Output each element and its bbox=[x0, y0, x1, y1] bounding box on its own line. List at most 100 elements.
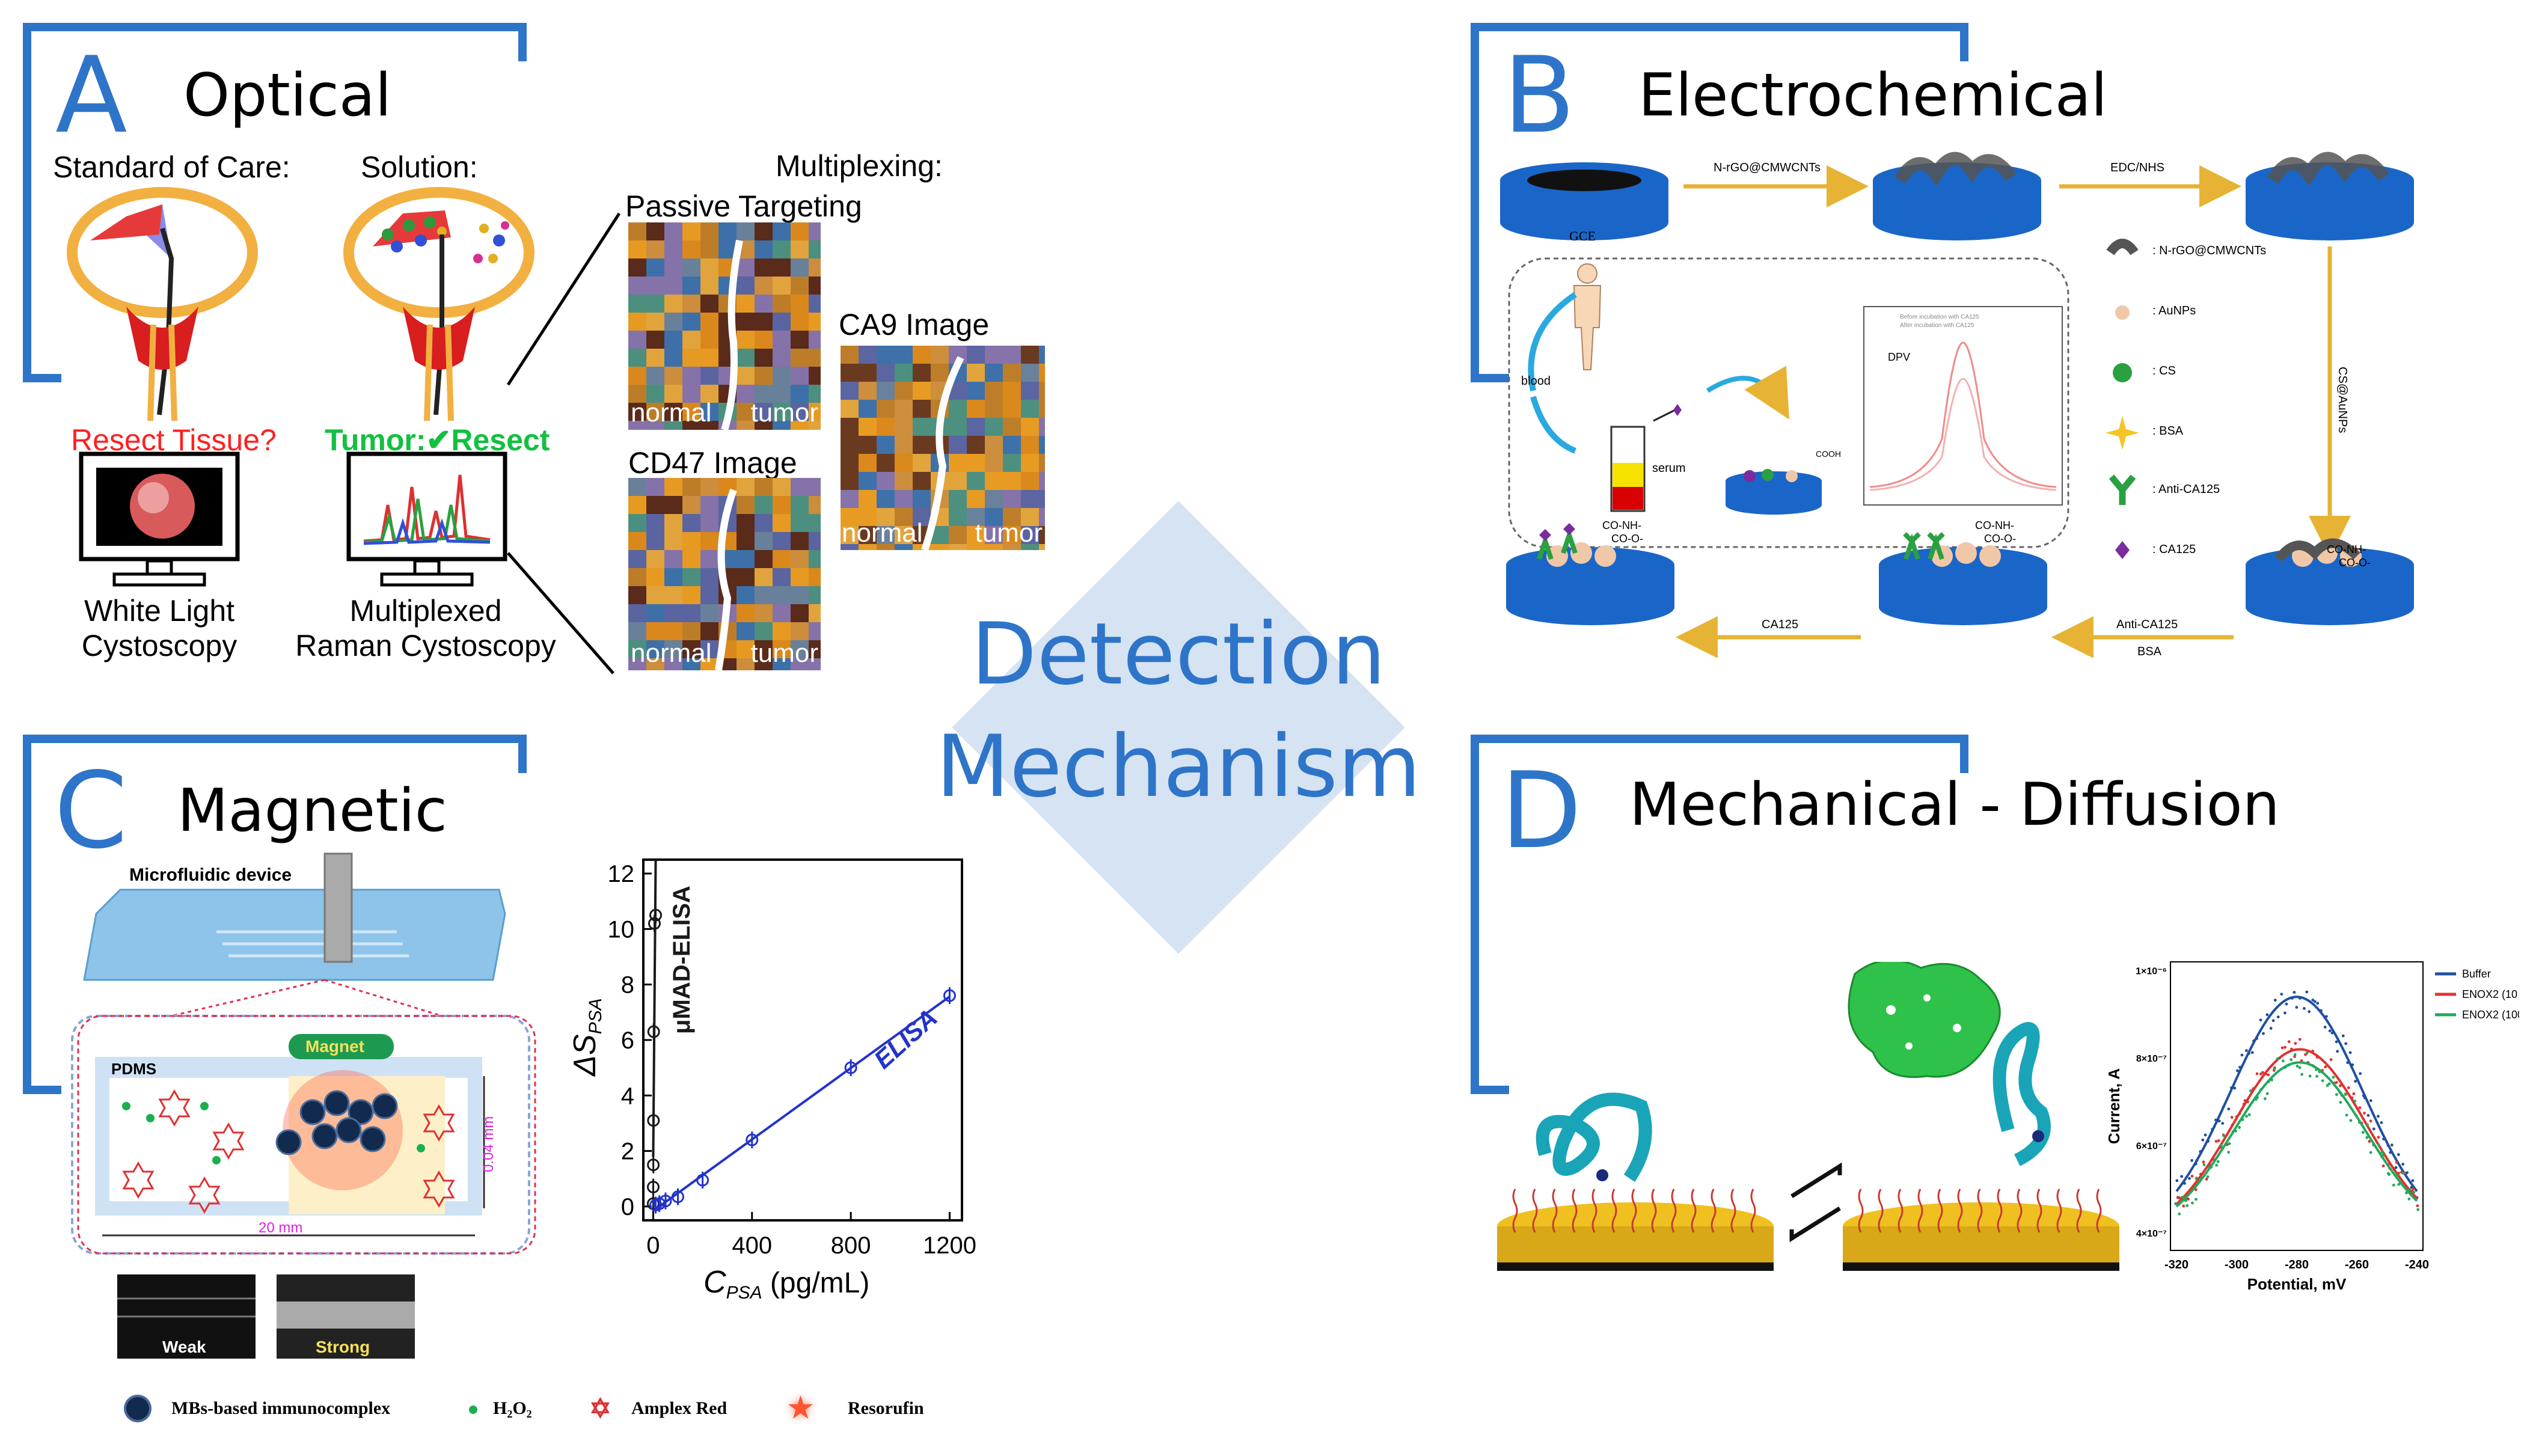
diamond-icon bbox=[2115, 541, 2130, 559]
heatmap-cell bbox=[791, 622, 809, 640]
heatmap-cell bbox=[895, 508, 913, 526]
current-potential-chart: -320-300-280-260-2404×10⁻⁷6×10⁻⁷8×10⁻⁷1×… bbox=[2105, 961, 2519, 1293]
tube-icon bbox=[1610, 426, 1646, 512]
data-dot-2 bbox=[2407, 1198, 2411, 1201]
height-label: 0.04 mm bbox=[480, 1116, 497, 1172]
heatmap-cell bbox=[791, 514, 809, 532]
data-dot-1 bbox=[2338, 1084, 2342, 1087]
heatmap-cell bbox=[755, 532, 773, 550]
heatmap-cell bbox=[877, 382, 895, 400]
magnet-bar-icon bbox=[323, 852, 353, 963]
data-dot-0 bbox=[2369, 1099, 2372, 1103]
magnet-label: Magnet bbox=[305, 1037, 364, 1056]
heatmap-cell bbox=[773, 550, 791, 568]
y-tick-label: 8 bbox=[621, 972, 634, 999]
normal-label: normal bbox=[631, 398, 712, 428]
heatmap-cell bbox=[877, 418, 895, 436]
brush-strand bbox=[1898, 1188, 1904, 1233]
width-label: 20 mm bbox=[259, 1220, 302, 1236]
heatmap-cell bbox=[628, 313, 646, 331]
data-dot-2 bbox=[2308, 1074, 2312, 1078]
data-dot-2 bbox=[2321, 1079, 2324, 1083]
heatmap-cell bbox=[755, 586, 773, 604]
data-dot-0 bbox=[2313, 1000, 2317, 1003]
arrow-down-label: CS@AuNPs bbox=[2336, 367, 2349, 433]
panel-d-title: Mechanical - Diffusion bbox=[1629, 771, 2280, 839]
heatmap-cell bbox=[664, 478, 682, 496]
heatmap-cell bbox=[628, 277, 646, 295]
data-dot-1 bbox=[2267, 1073, 2270, 1077]
data-dot-1 bbox=[2205, 1178, 2208, 1181]
data-dot-0 bbox=[2323, 1026, 2327, 1029]
heatmap-cell bbox=[682, 277, 700, 295]
heatmap-cell bbox=[967, 526, 985, 544]
heatmap-cell bbox=[646, 604, 664, 622]
heatmap-cell bbox=[737, 385, 755, 403]
heatmap-cell bbox=[1021, 436, 1039, 454]
heatmap-cell bbox=[809, 313, 827, 331]
y-tick-label: 6 bbox=[621, 1027, 634, 1054]
ca9-image: normal tumor bbox=[841, 346, 1057, 562]
data-dot-1 bbox=[2381, 1164, 2385, 1167]
y-axis-label: ΔSPSA bbox=[568, 998, 605, 1077]
heatmap-cell bbox=[664, 586, 682, 604]
heatmap-cell bbox=[773, 640, 791, 658]
data-dot-1 bbox=[2363, 1112, 2366, 1115]
heatmap-cell bbox=[1003, 490, 1021, 508]
mini-electrode-icon bbox=[1726, 469, 1822, 515]
heatmap-cell bbox=[682, 367, 700, 385]
y-tick-label-d: 6×10⁻⁷ bbox=[2136, 1141, 2167, 1151]
heatmap-cell bbox=[1021, 364, 1039, 382]
bladder-diagrams bbox=[67, 187, 534, 421]
heatmap-cell bbox=[646, 258, 664, 277]
heatmap-cell bbox=[737, 295, 755, 313]
data-dot-0 bbox=[2188, 1176, 2191, 1180]
series-line-1 bbox=[2175, 1048, 2418, 1205]
heatmap-cell bbox=[791, 313, 809, 331]
brush-strand bbox=[1750, 1188, 1756, 1233]
y-tick-label-d: 1×10⁻⁶ bbox=[2136, 967, 2167, 977]
y-tick-label: 10 bbox=[608, 916, 635, 943]
heatmap-cell bbox=[682, 568, 700, 586]
heatmap-cell bbox=[913, 490, 931, 508]
heatmap-cell bbox=[737, 622, 755, 640]
data-dot-1 bbox=[2230, 1116, 2234, 1119]
heatmap-cell bbox=[628, 532, 646, 550]
heatmap-cell bbox=[1039, 490, 1057, 508]
data-dot-0 bbox=[2295, 1006, 2299, 1009]
heatmap-cell bbox=[895, 364, 913, 382]
heatmap-cell bbox=[985, 382, 1003, 400]
data-dot-2 bbox=[2290, 1058, 2293, 1062]
protein-icon bbox=[1848, 962, 2001, 1078]
data-dot-1 bbox=[2283, 1045, 2286, 1049]
heatmap-cell bbox=[859, 382, 877, 400]
data-dot-2 bbox=[2412, 1190, 2416, 1194]
heatmap-cell bbox=[809, 568, 827, 586]
heatmap-cell bbox=[985, 454, 1003, 472]
heatmap-cell bbox=[755, 514, 773, 532]
data-dot-2 bbox=[2228, 1142, 2231, 1145]
heatmap-cell bbox=[682, 385, 700, 403]
data-dot-0 bbox=[2240, 1053, 2244, 1057]
heatmap-cell bbox=[773, 604, 791, 622]
panel-a-title: Optical bbox=[183, 61, 392, 130]
multiplexing-label: Multiplexing: bbox=[776, 149, 943, 183]
heatmap-cell bbox=[700, 532, 718, 550]
data-dot-2 bbox=[2388, 1173, 2391, 1176]
heatmap-cell bbox=[646, 295, 664, 313]
heatmap-cell bbox=[700, 403, 718, 421]
heatmap-cell bbox=[791, 586, 809, 604]
heatmap-cell bbox=[949, 436, 967, 454]
brush-strand bbox=[1631, 1188, 1637, 1233]
data-dot-1 bbox=[2255, 1072, 2259, 1075]
heatmap-cell bbox=[791, 550, 809, 568]
data-dot-0 bbox=[2303, 1007, 2306, 1010]
heatmap-cell bbox=[859, 418, 877, 436]
heatmap-cell bbox=[895, 454, 913, 472]
panel-b-title: Electrochemical bbox=[1638, 61, 2107, 130]
cd47-image-label: CD47 Image bbox=[628, 446, 797, 480]
heatmap-cell bbox=[1039, 454, 1057, 472]
heatmap-cell bbox=[755, 331, 773, 349]
white-light-line2: Cystoscopy bbox=[81, 628, 237, 662]
heatmap-cell bbox=[1039, 472, 1057, 490]
